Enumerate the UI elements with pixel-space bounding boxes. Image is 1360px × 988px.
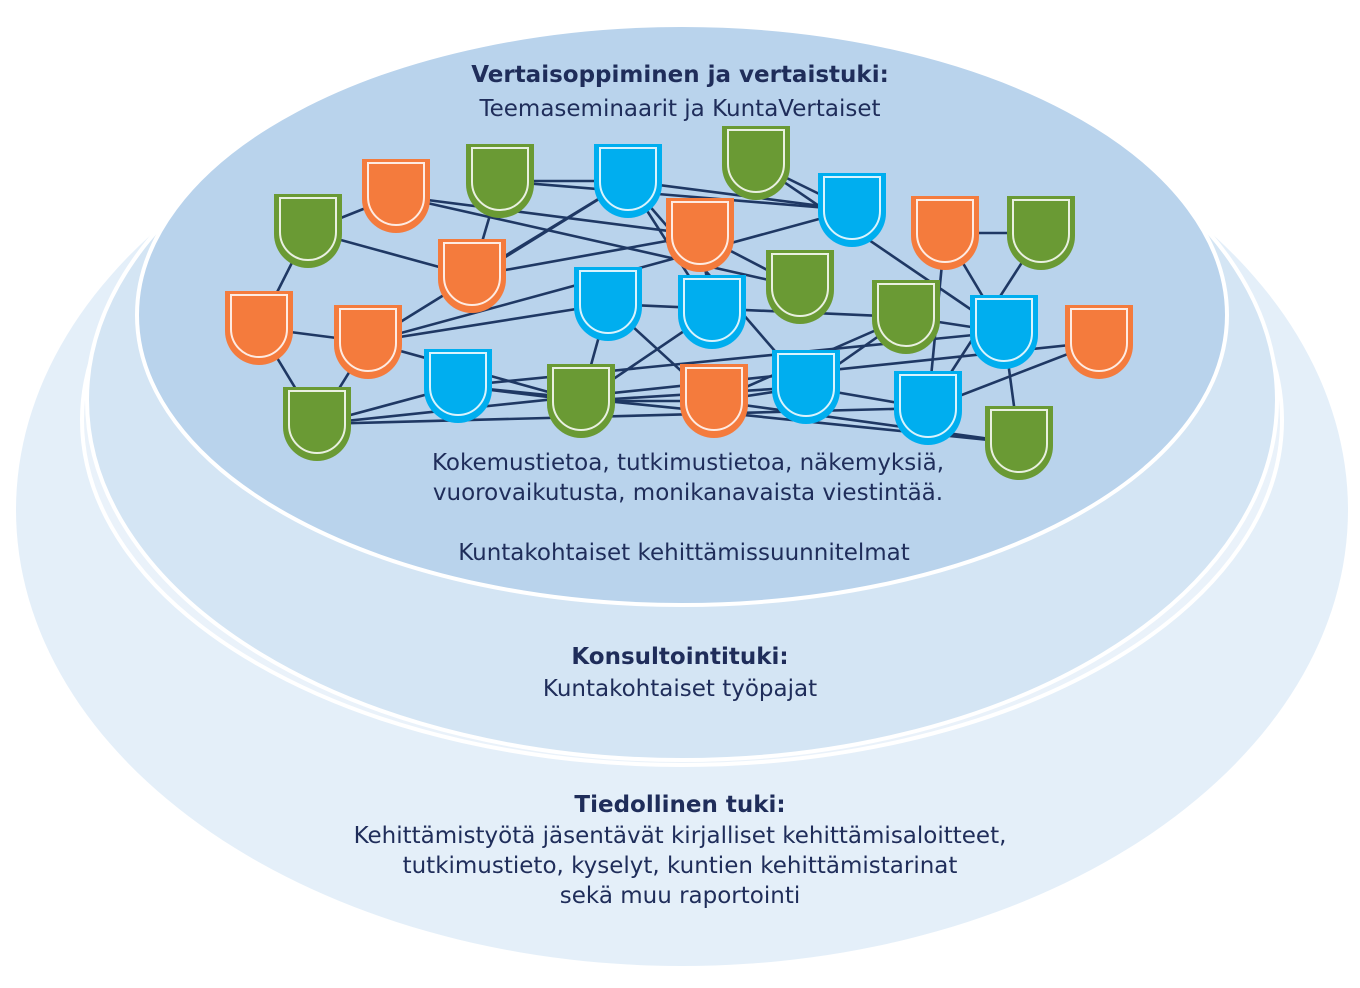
green-shield-icon xyxy=(466,144,534,218)
orange-shield-icon xyxy=(438,239,506,313)
green-shield-icon xyxy=(547,364,615,438)
green-shield-icon xyxy=(985,406,1053,480)
information-support-line-3: sekä muu raportointi xyxy=(559,883,801,909)
green-shield-icon xyxy=(274,194,342,268)
blue-shield-icon xyxy=(678,275,746,349)
orange-shield-icon xyxy=(225,291,293,365)
green-shield-icon xyxy=(766,250,834,324)
network-nodes xyxy=(225,126,1133,480)
blue-shield-icon xyxy=(424,349,492,423)
orange-shield-icon xyxy=(680,364,748,438)
green-shield-icon xyxy=(1007,196,1075,270)
network-edge xyxy=(395,194,701,237)
network-edge xyxy=(607,302,907,319)
blue-shield-icon xyxy=(894,371,962,445)
information-support-line-1: Kehittämistyötä jäsentävät kirjalliset k… xyxy=(353,823,1007,849)
orange-shield-icon xyxy=(362,159,430,233)
orange-shield-icon xyxy=(334,305,402,379)
peer-support-description-line-1: Kokemustietoa, tutkimustietoa, näkemyksi… xyxy=(431,450,945,476)
peer-support-subtitle: Teemaseminaarit ja KuntaVertaiset xyxy=(479,96,881,122)
consulting-support-title: Konsultointituki: xyxy=(571,644,789,670)
blue-shield-icon xyxy=(772,350,840,424)
orange-shield-icon xyxy=(911,196,979,270)
green-shield-icon xyxy=(283,387,351,461)
blue-shield-icon xyxy=(970,295,1038,369)
information-support-line-2: tutkimustieto, kyselyt, kuntien kehittäm… xyxy=(402,853,958,879)
blue-shield-icon xyxy=(574,267,642,341)
blue-shield-icon xyxy=(594,144,662,218)
orange-shield-icon xyxy=(666,198,734,272)
network-edge xyxy=(713,399,1020,445)
consulting-support-subtitle: Kuntakohtaiset työpajat xyxy=(542,676,818,702)
green-shield-icon xyxy=(872,280,940,354)
network-edge xyxy=(471,233,701,278)
peer-support-title: Vertaisoppiminen ja vertaistuki: xyxy=(471,62,889,88)
development-plans-label: Kuntakohtaiset kehittämissuunnitelmat xyxy=(458,540,910,566)
blue-shield-icon xyxy=(818,173,886,247)
orange-shield-icon xyxy=(1065,305,1133,379)
information-support-title: Tiedollinen tuki: xyxy=(574,792,786,818)
green-shield-icon xyxy=(722,126,790,200)
network-edge xyxy=(367,302,609,344)
network-edge xyxy=(499,179,853,212)
peer-support-description-line-2: vuorovaikutusta, monikanavaista viestint… xyxy=(432,480,944,506)
network-edge xyxy=(755,161,1005,334)
network-edge xyxy=(395,194,801,289)
